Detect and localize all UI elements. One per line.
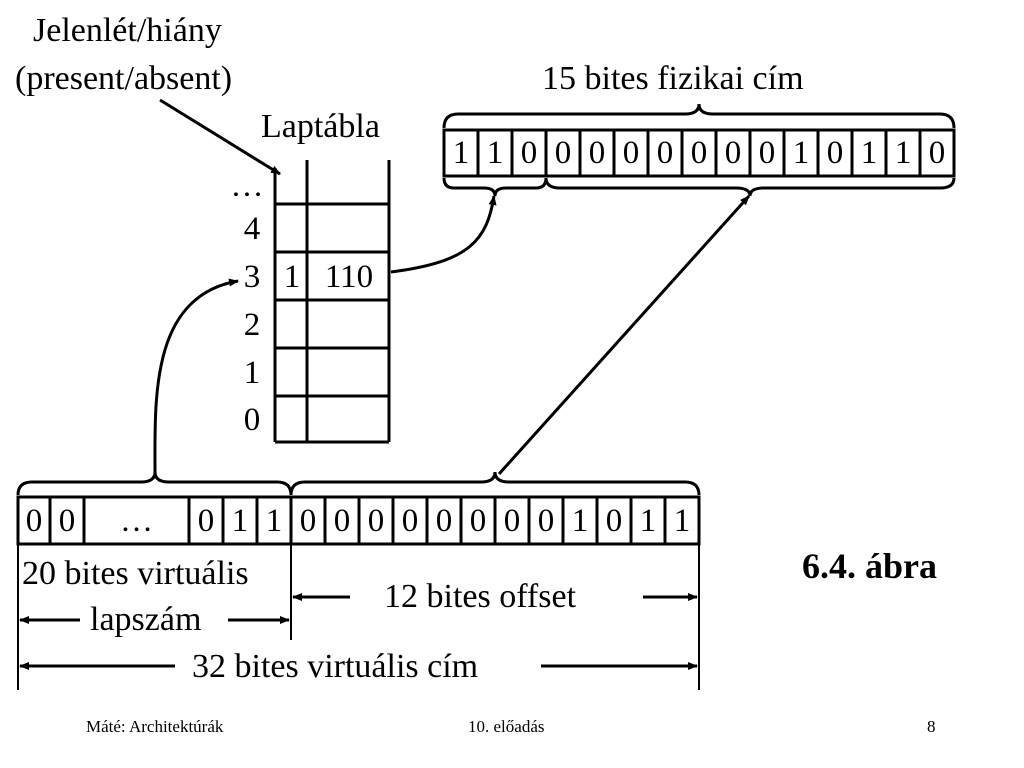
page-table-row-label: 2: [243, 306, 261, 343]
footer-lecture: 10. előadás: [468, 717, 545, 736]
virtual-bit: 0: [503, 502, 521, 539]
virtual-bit-ellipsis: …: [120, 502, 153, 539]
virtual-page-label-line2: lapszám: [90, 601, 202, 638]
page-number-to-table-arrow: [153, 278, 239, 473]
physical-bit: 0: [622, 135, 640, 171]
virtual-page-label-line1: 20 bites virtuális: [22, 555, 249, 592]
virtual-bit: 0: [605, 502, 623, 539]
virtual-bit: 0: [333, 502, 351, 539]
page-table-row-label: 4: [243, 210, 261, 247]
physical-bit: 1: [792, 135, 810, 171]
physical-address-title: 15 bites fizikai cím: [542, 60, 804, 97]
table-to-frame-arrow: [390, 195, 497, 274]
virtual-bit: 1: [265, 502, 283, 539]
virtual-address-register: [16, 495, 701, 546]
physical-bit: 1: [860, 135, 878, 171]
dimension-lines: [17, 544, 700, 690]
physical-bit: 0: [656, 135, 674, 171]
virtual-bit: 1: [639, 502, 657, 539]
present-bit-value: 1: [283, 258, 301, 295]
physical-bit: 0: [724, 135, 742, 171]
physical-bit: 0: [758, 135, 776, 171]
figure-number: 6.4. ábra: [802, 546, 937, 586]
present-absent-pointer-arrow: [159, 98, 281, 176]
physical-bit: 0: [554, 135, 572, 171]
virtual-bit: 0: [58, 502, 76, 539]
virtual-bit: 0: [197, 502, 215, 539]
brace-physical-top: [442, 103, 956, 129]
virtual-bit: 0: [469, 502, 487, 539]
virtual-bit: 0: [537, 502, 555, 539]
offset-label: 12 bites offset: [384, 578, 577, 615]
virtual-bit: 1: [673, 502, 691, 539]
present-absent-label-line1: Jelenlét/hiány: [33, 12, 222, 49]
virtual-bit: 0: [25, 502, 43, 539]
offset-copy-arrow: [497, 194, 751, 476]
physical-bit: 0: [588, 135, 606, 171]
virtual-bit: 0: [367, 502, 385, 539]
page-table-row-label: 3: [243, 258, 261, 295]
brace-physical-offset: [544, 177, 956, 197]
physical-bit: 0: [826, 135, 844, 171]
page-table-row-label: 0: [243, 401, 261, 438]
virtual-bit: 1: [231, 502, 249, 539]
page-table-row-label: 1: [243, 354, 261, 391]
virtual-bit: 0: [435, 502, 453, 539]
footer-author: Máté: Architektúrák: [86, 717, 224, 736]
virtual-address-label: 32 bites virtuális cím: [192, 648, 479, 685]
physical-bit: 1: [894, 135, 912, 171]
page-table-row-label: …: [230, 167, 264, 204]
virtual-bit: 0: [299, 502, 317, 539]
footer-page-number: 8: [927, 717, 936, 736]
physical-bit: 0: [928, 135, 946, 171]
physical-address-register: [442, 128, 956, 178]
physical-bit: 1: [452, 135, 470, 171]
arrows: [19, 98, 751, 670]
brace-frame-bits: [442, 177, 548, 197]
physical-bit: 1: [486, 135, 504, 171]
physical-bit: 0: [690, 135, 708, 171]
present-absent-label-line2: (present/absent): [15, 60, 233, 97]
virtual-bit: 0: [401, 502, 419, 539]
physical-bit: 0: [520, 135, 538, 171]
page-table-title: Laptábla: [261, 108, 380, 145]
brace-virtual-offset: [289, 471, 701, 496]
page-frame-value: 110: [324, 258, 374, 295]
virtual-bit: 1: [571, 502, 589, 539]
page-table: [273, 160, 391, 444]
brace-virtual-page: [16, 471, 293, 496]
